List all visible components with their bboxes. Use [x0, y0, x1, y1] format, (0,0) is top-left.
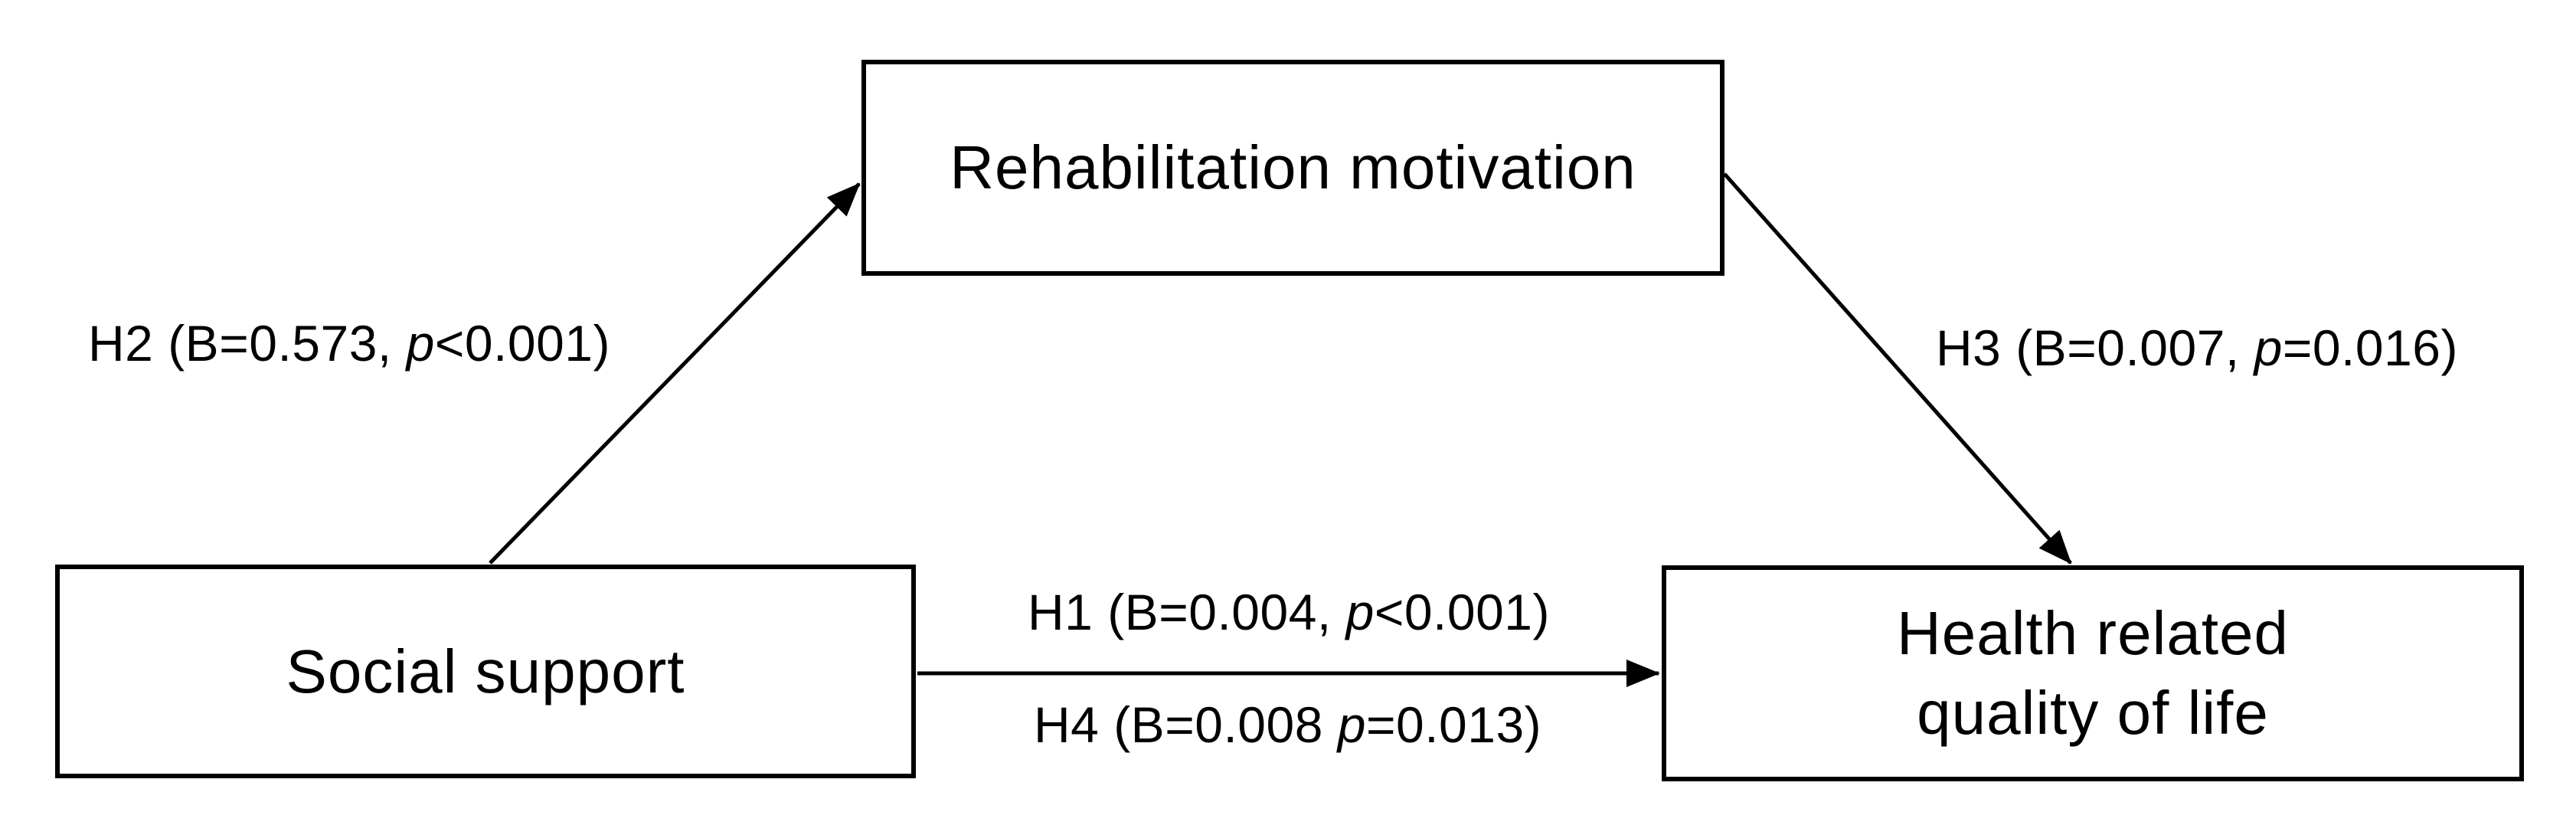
h3-p-symbol: p — [2254, 319, 2283, 376]
path-label-h4: H4 (B=0.008 p=0.013) — [1034, 697, 1541, 753]
dependent-variable-box: Health related quality of life — [1662, 565, 2524, 781]
h2-coefficient-text: H2 (B=0.573, — [88, 315, 407, 372]
h1-p-symbol: p — [1345, 584, 1375, 640]
h3-arrow — [1723, 172, 2072, 565]
h1-p-value-text: <0.001) — [1374, 584, 1550, 640]
h2-arrow — [489, 182, 861, 565]
h4-p-symbol: p — [1337, 696, 1366, 753]
h3-coefficient-text: H3 (B=0.007, — [1936, 319, 2254, 376]
mediator-label: Rehabilitation motivation — [950, 133, 1636, 201]
independent-variable-label: Social support — [286, 637, 685, 706]
h2-p-symbol: p — [406, 315, 435, 372]
path-label-h3: H3 (B=0.007, p=0.016) — [1936, 320, 2458, 376]
h2-p-value-text: <0.001) — [434, 315, 610, 372]
dependent-variable-label: Health related quality of life — [1897, 594, 2289, 753]
independent-variable-box: Social support — [55, 565, 916, 778]
dependent-label-line2: quality of life — [1917, 679, 2269, 747]
h4-coefficient-text: H4 (B=0.008 — [1034, 696, 1338, 753]
dependent-label-line1: Health related — [1896, 599, 2290, 667]
path-label-h2: H2 (B=0.573, p<0.001) — [88, 316, 610, 372]
h4-p-value-text: =0.013) — [1365, 696, 1542, 753]
mediator-box: Rehabilitation motivation — [861, 60, 1724, 276]
h3-p-value-text: =0.016) — [2282, 319, 2458, 376]
h1-coefficient-text: H1 (B=0.004, — [1028, 584, 1346, 640]
path-label-h1: H1 (B=0.004, p<0.001) — [1028, 584, 1550, 640]
